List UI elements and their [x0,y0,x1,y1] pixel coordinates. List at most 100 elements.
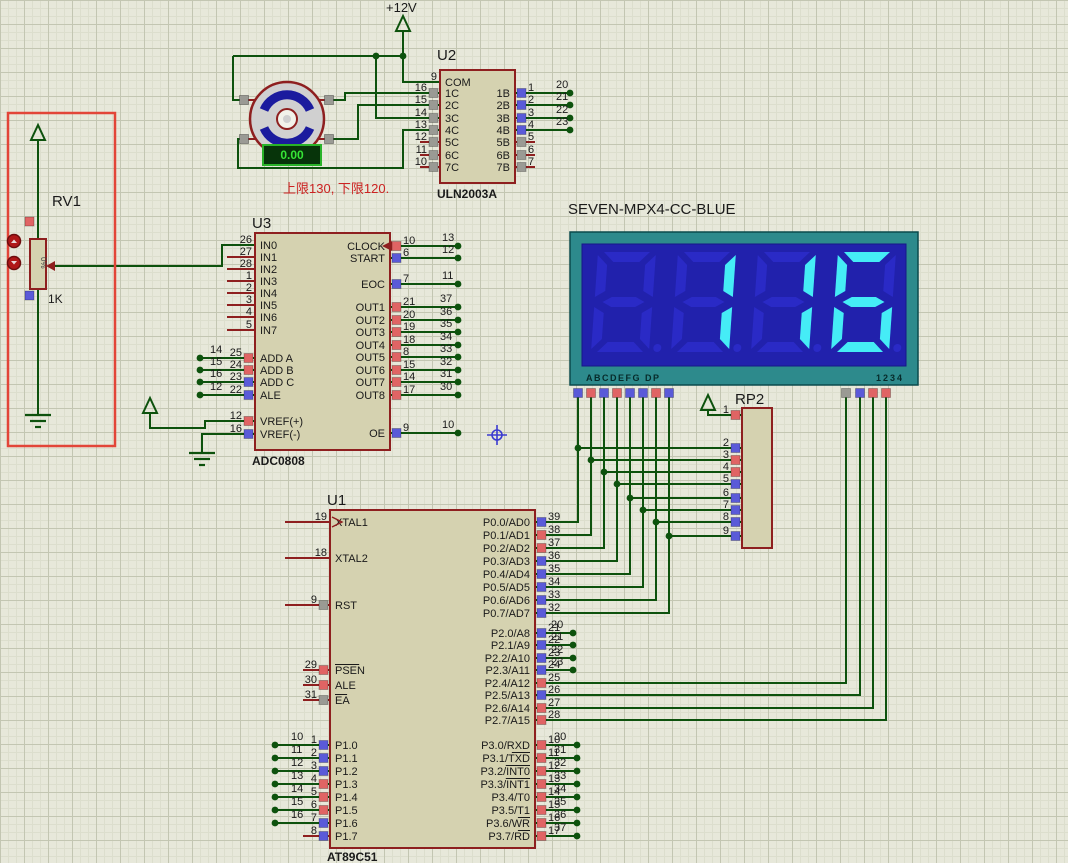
wire[interactable] [535,397,847,684]
net-label: 16 [291,809,303,821]
pin-number: 39 [548,511,560,523]
wire[interactable] [535,397,670,614]
rv1-ref[interactable]: RV1 [52,193,81,210]
pin-name: 7C [445,162,459,174]
chip-ref-U3[interactable]: U3 [252,215,271,232]
motor-coil-arc [259,125,315,148]
wire[interactable] [535,397,592,536]
power-arrow[interactable]: +12V [386,0,417,32]
motor-terminal[interactable] [239,95,249,105]
pin-name: P1.0 [335,740,358,752]
rv1-selection-box[interactable] [6,111,117,448]
net-label: 15 [291,796,303,808]
pin-number: 8 [403,346,409,358]
pin-number: 12 [415,131,427,143]
pin-number: 17 [548,825,560,837]
pin-square [516,137,527,147]
motor-terminal[interactable] [239,134,249,144]
display-title[interactable]: SEVEN-MPX4-CC-BLUE [568,201,736,218]
limits-annotation[interactable]: 上限130, 下限120. [283,181,389,196]
ground-symbol[interactable] [189,451,215,467]
power-arrow-icon [141,395,159,414]
wire[interactable] [535,397,657,601]
power-arrow[interactable] [141,395,159,414]
chip-ref-RP2[interactable]: RP2 [735,391,764,408]
rv1-wiper-arrow[interactable] [46,261,55,271]
wire[interactable] [201,433,255,453]
pin-number: 21 [548,622,560,634]
chip-part-U3[interactable]: ADC0808 [252,454,305,468]
wire[interactable] [535,397,631,575]
motor-angle-value: 0.00 [280,148,304,162]
wire[interactable] [535,397,861,696]
wire[interactable] [375,56,440,119]
pin-number: 3 [246,294,252,306]
net-label: 36 [440,306,452,318]
stepper-motor[interactable]: 0.00 [239,80,334,166]
chip-part-U1[interactable]: AT89C51 [327,850,378,863]
wire[interactable] [232,56,246,101]
pin-square [536,640,547,650]
wire[interactable] [329,104,440,140]
net-label: 21 [551,631,563,643]
pin-square [318,779,329,789]
chip-body-U2[interactable] [439,69,516,184]
wires-layer[interactable] [37,31,887,840]
wire[interactable] [535,397,618,562]
motor-terminal[interactable] [324,95,334,105]
junction-dot [372,52,380,60]
pin-number: 8 [723,511,729,523]
chip-ref-U1[interactable]: U1 [327,492,346,509]
power-arrow[interactable] [29,122,47,141]
motor-terminal[interactable] [324,134,334,144]
junction-dot [613,480,621,488]
rv1-value[interactable]: 1K [48,292,63,306]
chip-ref-U2[interactable]: U2 [437,47,456,64]
rv1-body[interactable] [29,238,47,290]
junction-dot [271,780,279,788]
wire[interactable] [237,129,440,169]
junction-dot [454,242,462,250]
junction-dot [573,806,581,814]
chip-part-U2[interactable]: ULN2003A [437,187,497,201]
pin-square [536,792,547,802]
segment-a-off [684,252,730,262]
ground-symbol[interactable] [25,413,51,429]
pin-name: OUT6 [356,365,385,377]
pin-number: 4 [723,461,729,473]
pin-square [730,410,741,420]
pin-square [536,715,547,725]
junction-dot [569,654,577,662]
power-arrow[interactable] [699,392,717,411]
wire[interactable] [535,397,874,709]
wire[interactable] [535,397,887,721]
segment-dp-off [813,344,822,352]
wire[interactable] [707,410,742,416]
pin-number: 7 [723,499,729,511]
pin-number: 16 [415,82,427,94]
chip-body-RP2[interactable] [741,407,773,549]
wire[interactable] [535,397,579,523]
segment-c-lit [879,307,893,349]
segment-e-off [751,307,764,349]
chip-body-U1[interactable] [329,509,536,849]
pin-number: 19 [403,321,415,333]
wire[interactable] [329,92,440,101]
pin-square [516,162,527,172]
wire[interactable] [149,413,255,429]
wire[interactable] [48,244,255,267]
junction-dot [454,328,462,336]
wire[interactable] [402,31,440,83]
pin-number: 4 [528,119,534,131]
pin-name: OUT8 [356,390,385,402]
chip-body-U3[interactable] [254,232,391,451]
